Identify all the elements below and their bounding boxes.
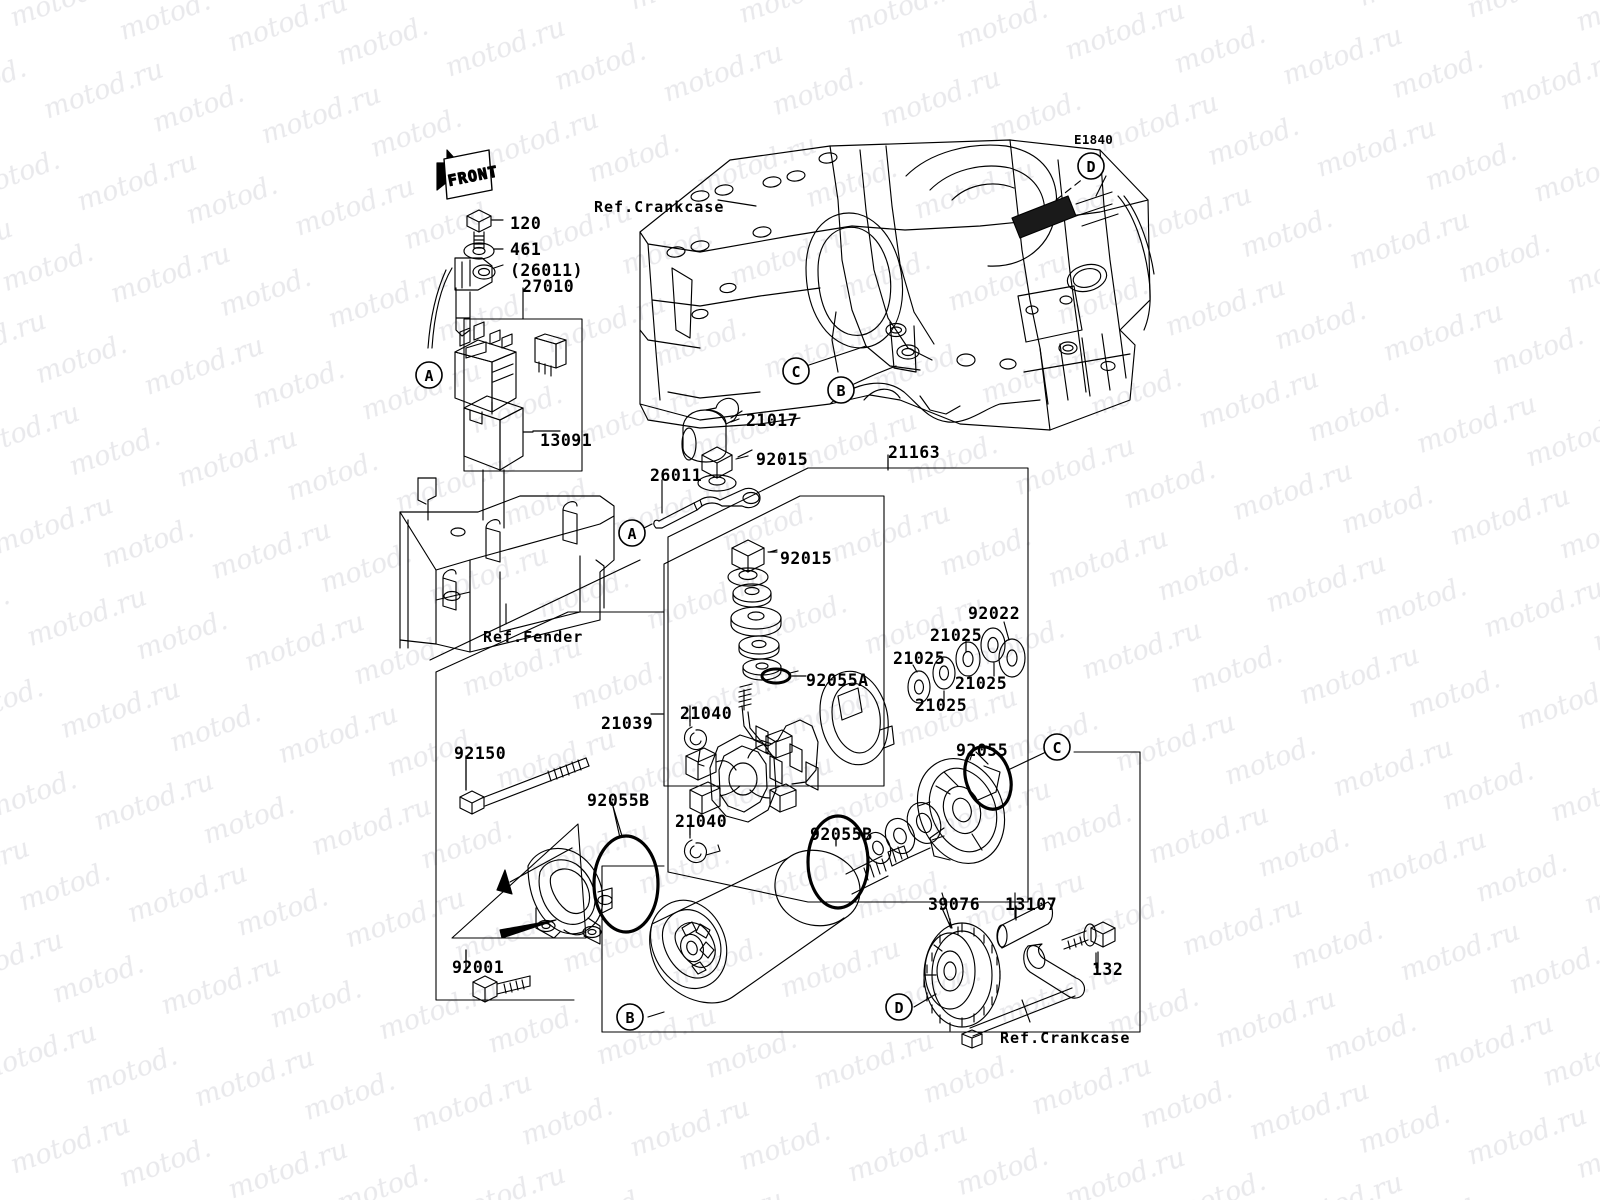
part-number-21025-a[interactable]: 21025	[930, 626, 983, 645]
starter-relay-group	[427, 209, 583, 529]
part-number-92022[interactable]: 92022	[968, 604, 1021, 623]
part-number-13107[interactable]: 13107	[1005, 895, 1058, 914]
part-number-132[interactable]: 132	[1092, 960, 1124, 979]
part-number-92150[interactable]: 92150	[454, 744, 507, 763]
svg-text:D: D	[1086, 158, 1095, 176]
svg-text:C: C	[1052, 739, 1061, 757]
part-number-92055B-right[interactable]: 92055B	[810, 825, 873, 844]
svg-text:B: B	[836, 382, 845, 400]
callout-circles	[415, 152, 1105, 1031]
ref-crankcase-bottom-label: Ref.Crankcase	[1000, 1029, 1131, 1047]
brush-spring-frame	[738, 683, 819, 791]
starter-motor-body	[649, 845, 931, 1004]
crankcase-assembly	[639, 139, 1155, 431]
part-number-21040-upper[interactable]: 21040	[680, 704, 733, 723]
part-number-461[interactable]: 461	[510, 240, 542, 259]
washer-stack	[730, 583, 782, 681]
part-number-21025-c[interactable]: 21025	[955, 674, 1008, 693]
svg-text:A: A	[424, 367, 433, 385]
part-92015-nut-lower	[727, 539, 778, 587]
part-number-21025-d[interactable]: 21025	[915, 696, 968, 715]
part-number-21017[interactable]: 21017	[746, 411, 799, 430]
part-92015-nut-upper	[697, 446, 749, 492]
part-21017-cap	[681, 397, 740, 463]
part-number-21025-b[interactable]: 21025	[893, 649, 946, 668]
part-number-39076[interactable]: 39076	[928, 895, 981, 914]
ref-crankcase-top-label: Ref.Crankcase	[594, 198, 725, 216]
part-number-92015-lower[interactable]: 92015	[780, 549, 833, 568]
part-number-26011[interactable]: 26011	[650, 466, 703, 485]
svg-text:B: B	[625, 1009, 634, 1027]
part-number-92055[interactable]: 92055	[956, 741, 1009, 760]
starter-end-cover	[916, 758, 1006, 864]
svg-text:C: C	[791, 363, 800, 381]
part-92150-bolt	[459, 757, 590, 815]
svg-text:A: A	[627, 525, 636, 543]
part-number-120[interactable]: 120	[510, 214, 542, 233]
brush-holder-plate	[685, 729, 797, 823]
part-number-92055A[interactable]: 92055A	[806, 671, 869, 690]
diagram-code: E1840	[1074, 132, 1114, 147]
part-number-92015-upper[interactable]: 92015	[756, 450, 809, 469]
part-number-21039[interactable]: 21039	[601, 714, 654, 733]
part-number-92001[interactable]: 92001	[452, 958, 505, 977]
part-number-13091[interactable]: 13091	[540, 431, 593, 450]
shaft-washers	[864, 801, 945, 865]
svg-text:D: D	[894, 999, 903, 1017]
part-number-92055B-left[interactable]: 92055B	[587, 791, 650, 810]
part-number-21040-lower[interactable]: 21040	[675, 812, 728, 831]
part-number-27010[interactable]: 27010	[522, 277, 575, 296]
ref-fender-label: Ref.Fender	[483, 628, 584, 646]
part-number-21163[interactable]: 21163	[888, 443, 941, 462]
front-arrow-badge: F R O N T	[436, 149, 499, 200]
